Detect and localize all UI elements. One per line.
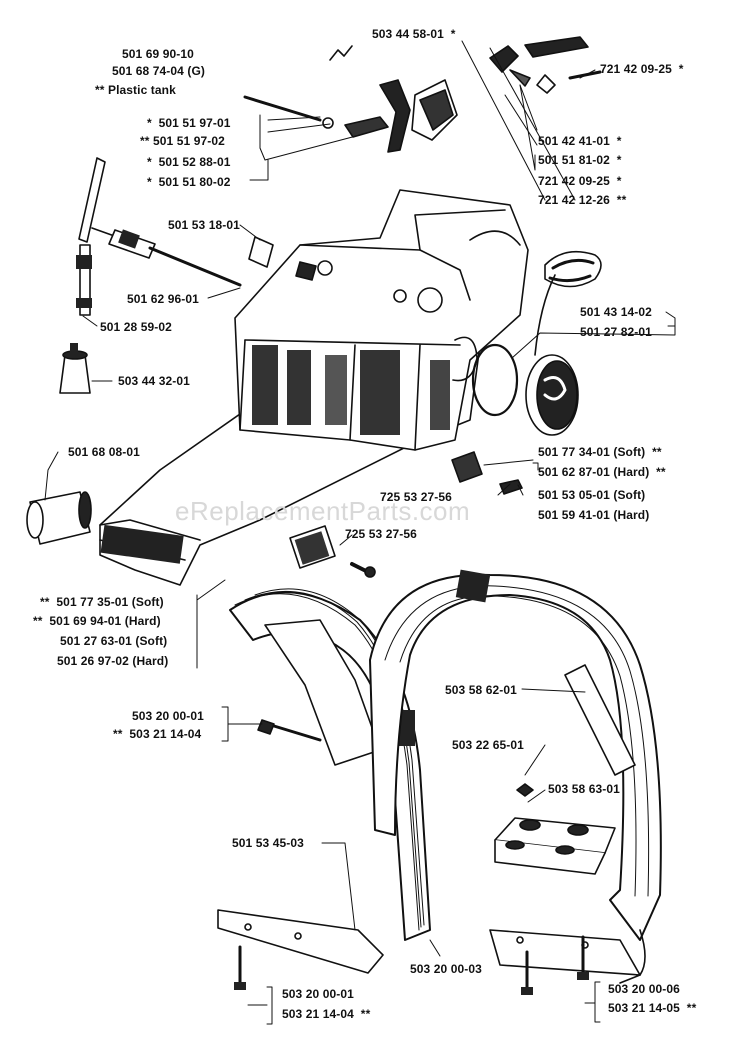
- part-label: 721 42 09-25 *: [600, 62, 684, 76]
- part-label: 501 59 41-01 (Hard): [538, 508, 650, 522]
- part-label: ** 501 77 35-01 (Soft): [40, 595, 164, 609]
- part-label: 503 44 58-01 *: [372, 27, 456, 41]
- part-label: 501 26 97-02 (Hard): [57, 654, 169, 668]
- watermark: eReplacementParts.com: [175, 496, 471, 526]
- part-label: * 501 52 88-01: [147, 155, 231, 169]
- rubber-mounts: [26, 451, 523, 578]
- part-label: 503 58 62-01: [445, 683, 517, 697]
- part-label: ** Plastic tank: [95, 83, 176, 97]
- part-label: ** 501 51 97-02: [140, 134, 225, 148]
- part-label: 503 44 32-01: [118, 374, 190, 388]
- part-label: 503 22 65-01: [452, 738, 524, 752]
- part-label: 725 53 27-56: [345, 527, 417, 541]
- part-label: 503 20 00-01: [282, 987, 354, 1001]
- part-label: 501 28 59-02: [100, 320, 172, 334]
- handle-clamp: [494, 783, 616, 875]
- part-label: * 501 51 97-01: [147, 116, 231, 130]
- part-label: 501 43 14-02: [580, 305, 652, 319]
- part-label: 501 53 18-01: [168, 218, 240, 232]
- part-label: 501 27 82-01: [580, 325, 652, 339]
- part-label: 503 20 00-03: [410, 962, 482, 976]
- throttle-components: [243, 36, 602, 153]
- part-label: 503 58 63-01: [548, 782, 620, 796]
- part-label: 503 20 00-06: [608, 982, 680, 996]
- part-label: 501 53 05-01 (Soft): [538, 488, 646, 502]
- tank-housing: [99, 189, 529, 586]
- part-label: 501 42 41-01 *: [538, 134, 622, 148]
- part-label: 501 68 08-01: [68, 445, 140, 459]
- front-handle: [369, 569, 662, 984]
- fuel-pickup: [76, 157, 317, 316]
- leader-lines: [44, 40, 676, 1025]
- tank-cap: [471, 250, 602, 436]
- part-label: * 501 51 80-02: [147, 175, 231, 189]
- part-label: 501 27 63-01 (Soft): [60, 634, 168, 648]
- part-label: 501 77 34-01 (Soft) **: [538, 445, 662, 459]
- part-label: 721 42 12-26 **: [538, 193, 627, 207]
- part-label: 501 51 81-02 *: [538, 153, 622, 167]
- part-label: 501 62 96-01: [127, 292, 199, 306]
- part-label: 503 20 00-01: [132, 709, 204, 723]
- part-label: 503 21 14-04 **: [282, 1007, 371, 1021]
- part-label: 501 69 90-10: [122, 47, 194, 61]
- part-label: 503 21 14-05 **: [608, 1001, 697, 1015]
- part-label: 721 42 09-25 *: [538, 174, 622, 188]
- fuel-filter: [59, 343, 91, 394]
- part-label: 501 62 87-01 (Hard) **: [538, 465, 666, 479]
- part-label: 725 53 27-56: [380, 490, 452, 504]
- part-label: ** 503 21 14-04: [113, 727, 202, 741]
- part-label: ** 501 69 94-01 (Hard): [33, 614, 161, 628]
- part-label: 501 68 74-04 (G): [112, 64, 205, 78]
- part-label: 501 53 45-03: [232, 836, 304, 850]
